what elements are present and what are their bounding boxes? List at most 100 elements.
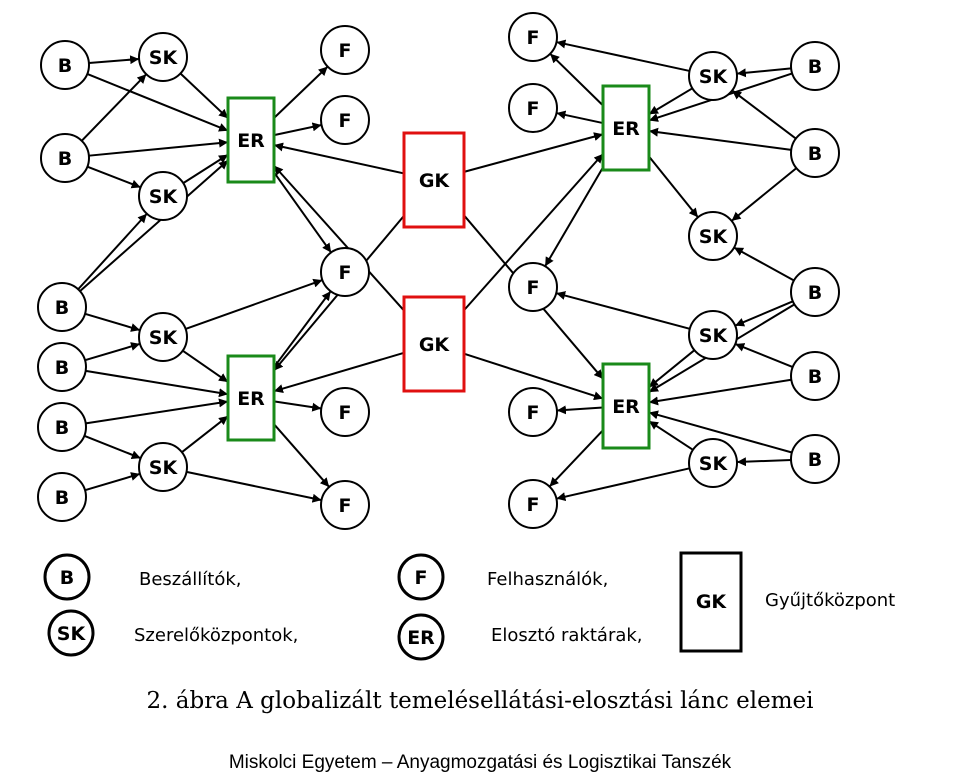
- node-b3-shape: [37, 282, 87, 332]
- node-fr5: F: [508, 479, 558, 529]
- node-b2-shape: [40, 133, 90, 183]
- edge-br1-skr1: [736, 67, 792, 78]
- node-f5-shape: [320, 480, 370, 530]
- node-skr3-label: SK: [699, 325, 729, 347]
- edge-br2-skr2: [730, 167, 798, 222]
- edge-gk1-er1: [273, 142, 405, 175]
- node-f5: F: [320, 480, 370, 530]
- legend-sk-symbol: SK: [47, 609, 95, 657]
- node-er1-shape: [226, 96, 276, 184]
- node-fr4-label: F: [527, 402, 540, 424]
- node-er2-shape: [226, 354, 276, 442]
- edge-er4-fr4: [556, 405, 604, 415]
- node-b5-label: B: [55, 417, 69, 439]
- node-b4: B: [37, 342, 87, 392]
- node-b6: B: [37, 472, 87, 522]
- node-f4-shape: [320, 387, 370, 437]
- edge-gk2-er1: [273, 164, 405, 312]
- edge-b5-er2: [85, 398, 229, 425]
- legend-gk-text: GK: [696, 591, 728, 613]
- node-er3: ER: [601, 84, 651, 172]
- node-skr2-label: SK: [699, 226, 729, 248]
- edge-br3-skr3: [734, 300, 794, 327]
- node-er1-label: ER: [237, 130, 265, 152]
- node-skr4-shape: [688, 438, 738, 488]
- node-f3: F: [320, 247, 370, 297]
- node-b6-label: B: [55, 487, 69, 509]
- edge-er1-f3: [273, 171, 332, 254]
- node-sk2-shape: [138, 171, 188, 221]
- edge-b2-sk2: [87, 165, 141, 189]
- edge-skr1-er3: [648, 79, 703, 116]
- edge-br2-er3: [648, 127, 792, 151]
- node-er4-label: ER: [612, 396, 640, 418]
- node-er4-shape: [601, 362, 651, 450]
- node-sk4: SK: [138, 442, 188, 492]
- node-skr1: SK: [688, 51, 738, 101]
- node-er3-label: ER: [612, 118, 640, 140]
- node-fr4: F: [508, 387, 558, 437]
- node-skr2: SK: [688, 211, 738, 261]
- node-skr1-label: SK: [699, 66, 729, 88]
- node-sk1-shape: [138, 32, 188, 82]
- node-f1: F: [320, 25, 370, 75]
- node-fr3-label: F: [527, 277, 540, 299]
- footer-text: Miskolci Egyetem – Anyagmozgatási és Log…: [228, 752, 732, 773]
- node-b4-label: B: [55, 357, 69, 379]
- node-gk2-shape: [402, 295, 466, 393]
- node-f4-label: F: [339, 402, 352, 424]
- edge-br5-er4: [648, 410, 793, 454]
- edge-gk2-er2: [273, 351, 405, 393]
- legend-gk-symbol: GK: [679, 551, 743, 653]
- edge-b1-sk1: [88, 55, 140, 65]
- edge-er4-fr5: [548, 429, 604, 488]
- node-sk3-shape: [138, 312, 188, 362]
- node-fr2-shape: [508, 83, 558, 133]
- edge-b3-sk2: [77, 213, 148, 290]
- node-fr1-shape: [508, 12, 558, 62]
- edge-er3-skr2: [648, 155, 699, 218]
- node-fr3: F: [508, 262, 558, 312]
- node-br5-shape: [790, 434, 840, 484]
- edge-gk1-er3: [463, 132, 604, 173]
- edge-sk4-f5: [186, 470, 322, 503]
- node-sk2-label: SK: [149, 186, 179, 208]
- node-f2: F: [320, 95, 370, 145]
- node-sk3: SK: [138, 312, 188, 362]
- node-skr4: SK: [688, 438, 738, 488]
- node-br5: B: [790, 434, 840, 484]
- legend-b-symbol: B: [43, 553, 91, 601]
- node-skr3: SK: [688, 310, 738, 360]
- legend-sk-label: Szerelőközpontok,: [134, 625, 298, 646]
- node-sk1-label: SK: [149, 47, 179, 69]
- edge-er2-f4: [273, 400, 322, 412]
- edge-sk3-er2: [172, 341, 229, 383]
- node-br1-label: B: [808, 56, 822, 78]
- node-er3-shape: [601, 84, 651, 172]
- legend-f-text: F: [415, 567, 428, 589]
- edge-b4-sk3: [84, 342, 141, 362]
- node-gk2: GK: [402, 295, 466, 393]
- node-fr1: F: [508, 12, 558, 62]
- node-b2-label: B: [58, 148, 72, 170]
- node-br3: B: [790, 267, 840, 317]
- nodes: BBBBBBSKSKSKSKERERFFFFFGKGKFFFFFERERSKSK…: [37, 12, 840, 530]
- node-f2-label: F: [339, 110, 352, 132]
- edge-skr4-fr5: [556, 467, 690, 502]
- node-f3-label: F: [339, 262, 352, 284]
- node-sk2: SK: [138, 171, 188, 221]
- node-br2-label: B: [808, 143, 822, 165]
- legend-er-symbol: ER: [397, 613, 445, 661]
- edge-br5-skr4: [736, 457, 792, 467]
- node-sk4-label: SK: [149, 457, 179, 479]
- node-skr1-shape: [688, 51, 738, 101]
- node-sk3-label: SK: [149, 327, 179, 349]
- legend-b-text: B: [60, 567, 74, 589]
- edge-er2-f5: [273, 423, 330, 488]
- node-fr4-shape: [508, 387, 558, 437]
- edge-b3-sk3: [84, 312, 141, 332]
- node-f1-label: F: [339, 40, 352, 62]
- edge-er1-f1: [273, 65, 329, 119]
